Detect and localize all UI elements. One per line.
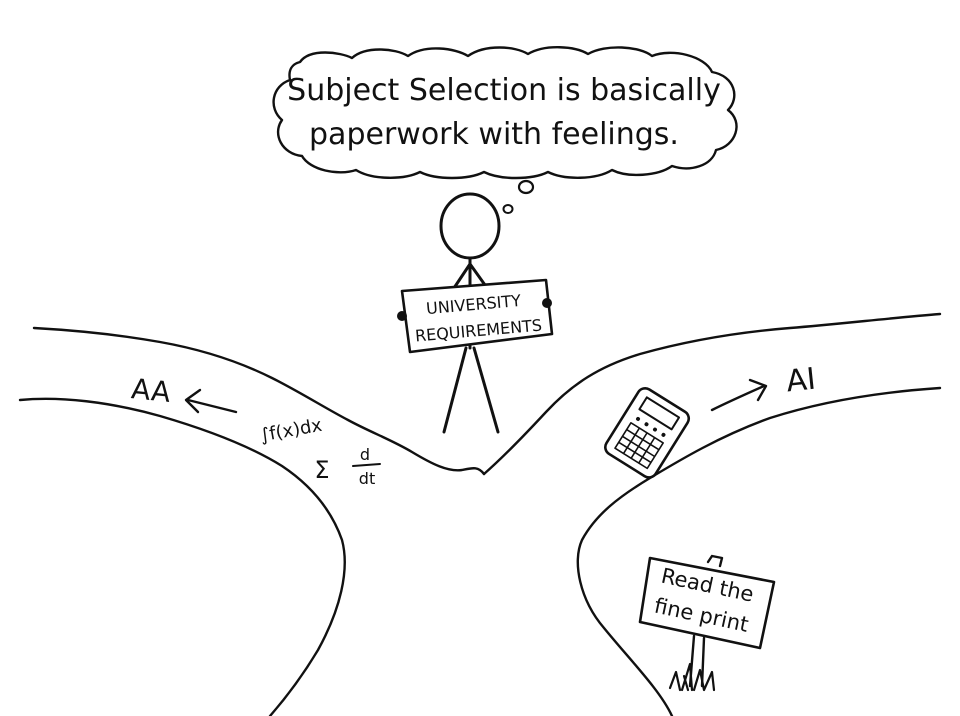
arrow-right-icon [710, 378, 768, 412]
fork-paths [18, 312, 942, 716]
math-dt: dt [359, 469, 375, 488]
fraction-bar [352, 463, 381, 467]
math-d: d [360, 445, 370, 464]
held-sign [397, 278, 554, 354]
thought-text-line2: paperwork with feelings. [309, 117, 679, 152]
left-path-upper-edge [32, 326, 486, 476]
arrow-left-icon [184, 388, 238, 414]
grass-icon [668, 662, 716, 692]
right-path-lower-edge [576, 386, 942, 716]
calculator-icon [604, 386, 691, 479]
left-path-label: AA [130, 372, 172, 409]
right-path-label: AI [785, 362, 818, 400]
math-integral: ∫f(x)dx [258, 415, 324, 447]
left-hand-icon [397, 311, 407, 321]
thought-bubble-icon [272, 46, 738, 214]
math-sum: Σ [314, 456, 329, 484]
post-sign [638, 554, 776, 688]
right-path-upper-edge [482, 312, 942, 476]
thought-text-line1: Subject Selection is basically [287, 73, 721, 108]
right-hand-icon [542, 298, 552, 308]
left-path-lower-edge [18, 397, 346, 716]
